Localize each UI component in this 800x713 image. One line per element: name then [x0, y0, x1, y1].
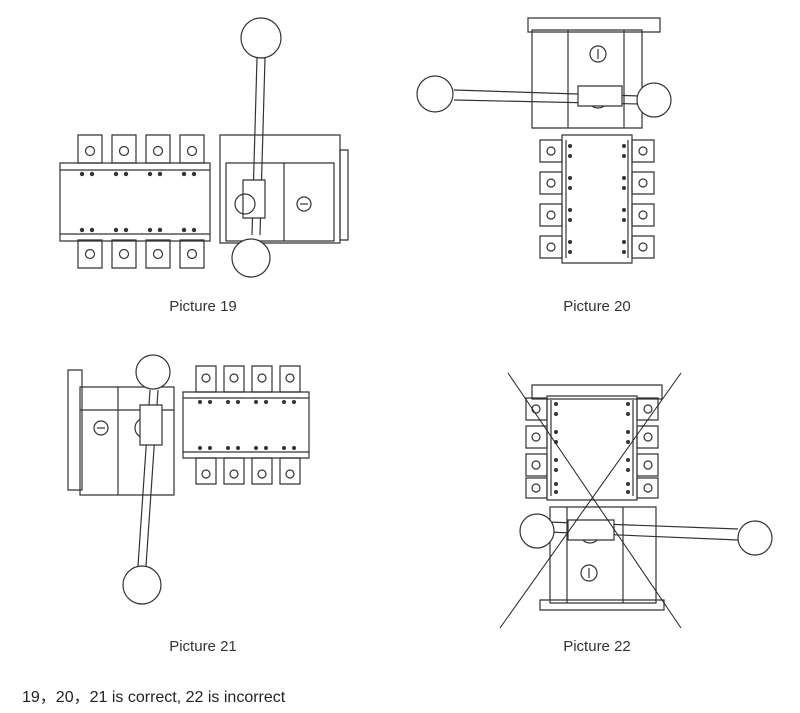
caption-picture-20: Picture 20 — [563, 298, 631, 315]
switch-picture-19 — [60, 18, 348, 277]
incorrect-cross-mark — [500, 373, 681, 628]
bottom-terminals-21 — [196, 458, 300, 484]
handle-21 — [123, 355, 170, 604]
caption-picture-19: Picture 19 — [169, 298, 237, 315]
pole-body-20 — [562, 135, 632, 263]
top-terminals-21 — [196, 366, 300, 392]
pole-body-22 — [547, 396, 637, 500]
switch-picture-22 — [500, 373, 772, 628]
left-terminals-22 — [526, 398, 547, 498]
caption-picture-21: Picture 21 — [169, 638, 237, 655]
mechanism-box-21 — [80, 387, 174, 495]
top-terminals-19 — [78, 135, 204, 163]
bottom-terminals-19 — [78, 240, 204, 268]
switch-picture-21 — [68, 355, 309, 604]
right-terminals-22 — [637, 398, 658, 498]
caption-picture-22: Picture 22 — [563, 638, 631, 655]
mechanism-box-19 — [220, 135, 340, 243]
handle-19 — [232, 18, 281, 277]
pole-body-21 — [183, 392, 309, 458]
correctness-note: 19，20，21 is correct, 22 is incorrect — [22, 689, 286, 706]
handle-22 — [520, 514, 772, 555]
mechanism-box-20 — [532, 30, 642, 128]
right-terminals-20 — [632, 140, 654, 258]
switch-picture-20 — [417, 18, 671, 263]
handle-20 — [417, 76, 671, 117]
mechanism-box-22 — [550, 507, 656, 603]
pole-body-19 — [60, 163, 210, 241]
left-terminals-20 — [540, 140, 562, 258]
